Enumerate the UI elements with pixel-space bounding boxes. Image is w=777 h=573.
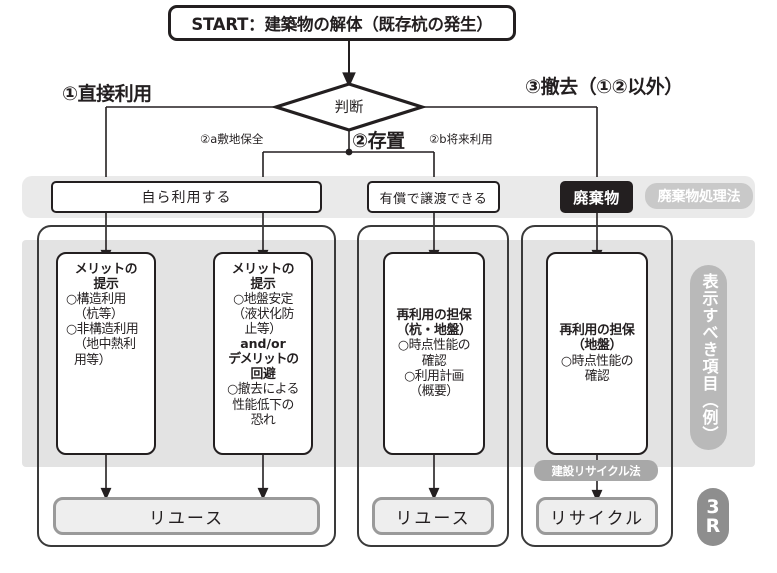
detail-box-reuse-assurance-pile-ground: 再利用の担保 （杭・地盤） ○時点性能の 確認 ○利用計画 （概要） — [383, 252, 485, 455]
detail-line: ○時点性能の — [560, 353, 634, 369]
detail-box-reuse-assurance-ground: 再利用の担保 （地盤） ○時点性能の 確認 — [546, 252, 648, 455]
decision-label: 判断 — [334, 100, 364, 116]
construction-recycle-law-pill: 建設リサイクル法 — [534, 460, 658, 481]
branch-label-site-preservation: ②a敷地保全 — [200, 132, 264, 146]
branch-label-retention: ②存置 — [352, 130, 405, 152]
badge-3r-top: 3 — [706, 496, 720, 518]
detail-line: ○地盤安定 — [233, 292, 293, 308]
detail-line: ○撤去による — [227, 382, 299, 398]
detail-box-merit-ground-demerit: メリットの 提示 ○地盤安定 （液状化防 止等） and/or デメリットの 回… — [213, 252, 313, 455]
detail-line: メリットの — [231, 262, 295, 277]
detail-line: メリットの — [74, 262, 138, 277]
detail-line: （地盤） — [572, 338, 622, 354]
detail-line: （概要） — [409, 383, 459, 399]
badge-3r-bottom: R — [705, 515, 721, 537]
result-box-reuse-left: リユース — [53, 497, 320, 535]
detail-line: （杭等） — [74, 307, 124, 323]
detail-line: 確認 — [584, 368, 610, 384]
detail-line: ○利用計画 — [404, 368, 464, 384]
mid-box-waste: 廃棄物 — [560, 181, 633, 213]
group-container-retention — [357, 225, 509, 547]
detail-box-merit-structural: メリットの 提示 ○構造利用 （杭等） ○非構造利用 （地中熱利 用等） — [56, 252, 156, 455]
side-label-display-items: 表示すべき項目（例） — [690, 265, 727, 450]
detail-line: 確認 — [421, 353, 447, 369]
detail-line: 止等） — [244, 322, 282, 338]
group-container-removal — [521, 225, 673, 547]
result-box-recycle: リサイクル — [536, 497, 658, 535]
detail-line: 恐れ — [250, 412, 276, 428]
detail-line: 提示 — [250, 277, 276, 293]
detail-line: （杭・地盤） — [396, 323, 472, 339]
detail-line: ○構造利用 — [66, 292, 126, 308]
detail-line: デメリットの — [228, 352, 299, 368]
detail-line: ○非構造利用 — [66, 322, 139, 338]
detail-line: 再利用の担保 — [396, 308, 472, 324]
detail-line: ○時点性能の — [397, 338, 471, 354]
detail-line: and/or — [240, 336, 286, 352]
branch-label-direct-use: ①直接利用 — [62, 83, 152, 105]
detail-line: （液状化防 — [232, 307, 294, 323]
result-box-reuse-mid: リユース — [372, 497, 494, 535]
branch-label-removal: ③撤去（①②以外） — [525, 76, 683, 98]
mid-box-paid-transfer: 有償で譲渡できる — [367, 181, 500, 213]
badge-3r: 3 R — [697, 488, 729, 546]
detail-line: （地中熱利 — [74, 337, 136, 353]
mid-box-self-use: 自ら利用する — [51, 181, 322, 213]
detail-line: 回避 — [250, 367, 276, 383]
detail-line: 提示 — [93, 277, 119, 293]
branch-label-future-use: ②b将来利用 — [429, 132, 493, 146]
start-box: START：建築物の解体（既存杭の発生） — [168, 5, 516, 41]
detail-line: 再利用の担保 — [559, 323, 635, 339]
group-container-direct-use — [37, 225, 336, 547]
waste-law-pill: 廃棄物処理法 — [645, 183, 753, 209]
detail-line: 用等） — [74, 352, 111, 368]
detail-line: 性能低下の — [232, 397, 294, 413]
